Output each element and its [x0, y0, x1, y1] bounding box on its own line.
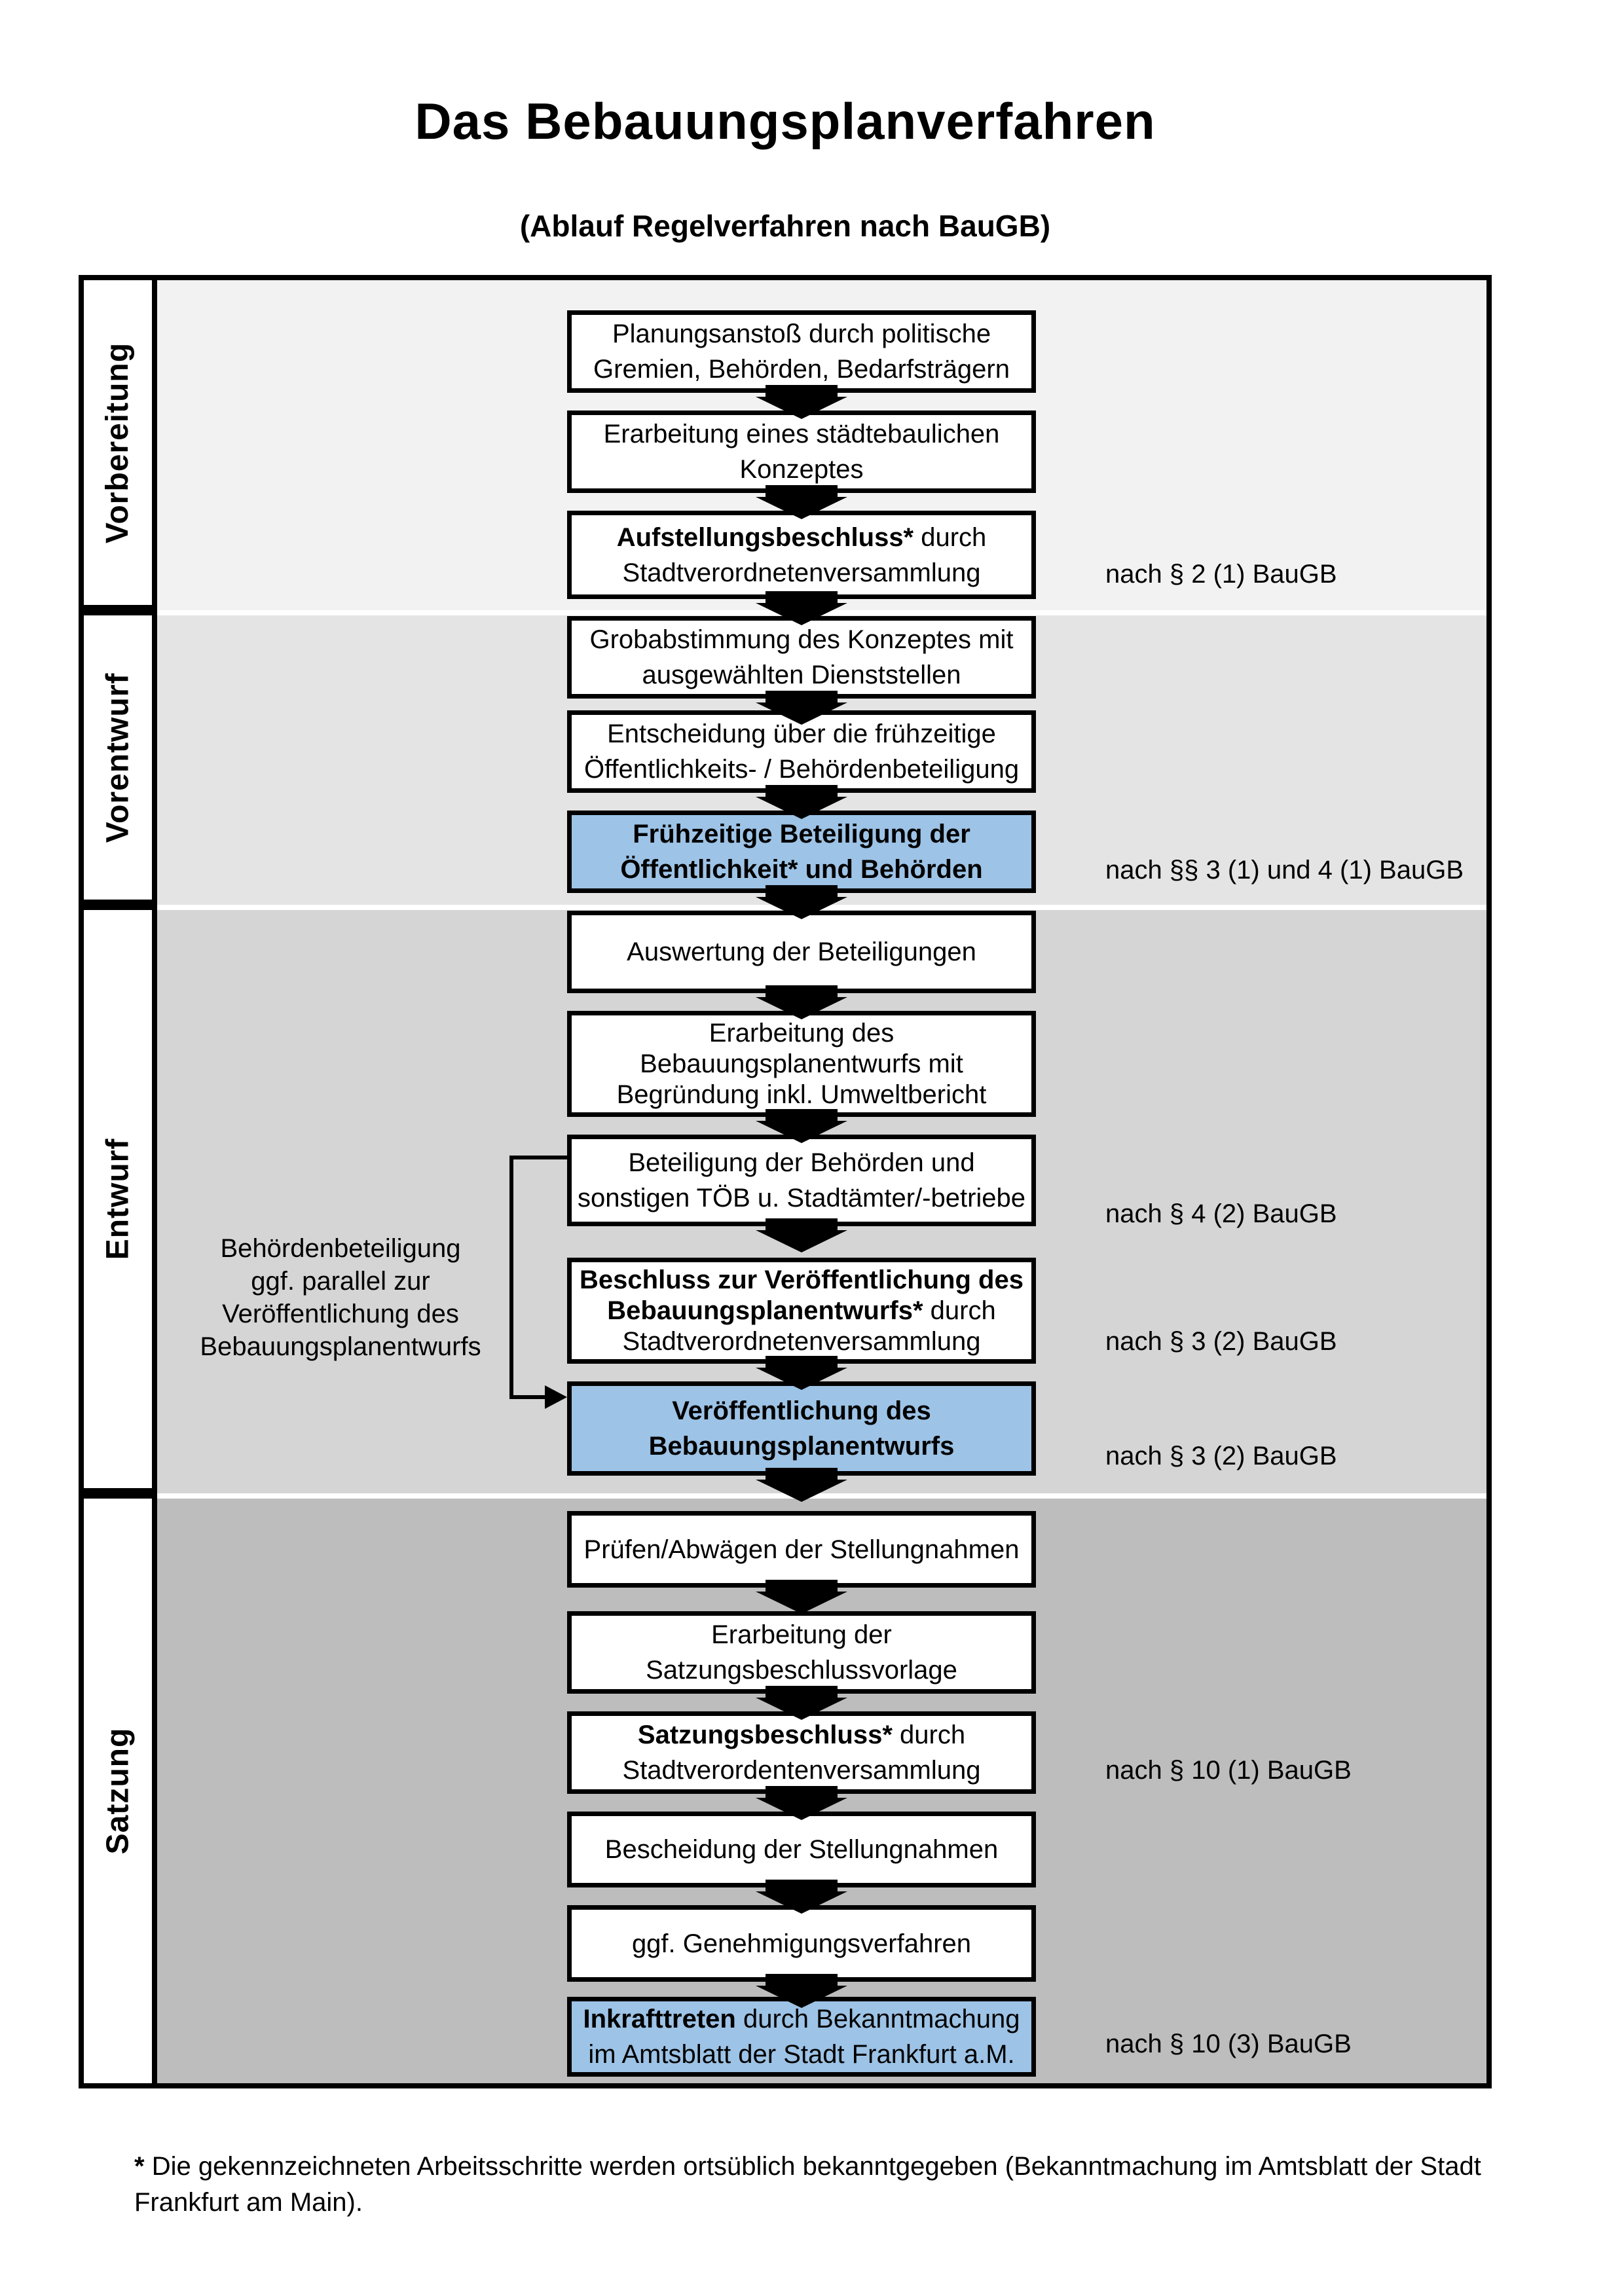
flow-step-line: ggf. Genehmigungsverfahren [631, 1929, 972, 1958]
baugb-reference-6: nach § 10 (1) BauGB [1105, 1756, 1352, 1785]
flow-step-line: sonstigen TÖB u. Stadtämter/-betriebe [577, 1184, 1026, 1212]
flow-step-line: Erarbeitung der [711, 1620, 892, 1649]
down-arrow-icon [756, 1468, 847, 1502]
flow-step-pruefen-abwaegen: Prüfen/Abwägen der Stellungnahmen [567, 1511, 1036, 1588]
flow-step-line: Stadtverordentenversammlung [622, 1756, 981, 1785]
down-arrow-icon [756, 385, 847, 419]
flow-step-line: Aufstellungsbeschluss* durch [616, 522, 987, 552]
flow-step-line: Beschluss zur Veröffentlichung des [580, 1265, 1024, 1294]
baugb-reference-7: nach § 10 (3) BauGB [1105, 2030, 1352, 2058]
flow-step-line: Satzungsbeschluss* durch [637, 1721, 966, 1749]
phase-label-vorentwurf: Vorentwurf [79, 610, 157, 905]
down-arrow-icon [756, 1580, 847, 1614]
bracket-line-vertical [509, 1156, 513, 1399]
baugb-reference-2: nach §§ 3 (1) und 4 (1) BauGB [1105, 856, 1464, 884]
flow-step-line: Stadtverordnetenversammlung [622, 558, 981, 587]
flow-step-line: Inkrafttreten durch Bekanntmachung [583, 2005, 1020, 2033]
flow-step-line: im Amtsblatt der Stadt Frankfurt a.M. [588, 2040, 1015, 2069]
phase-label-text: Satzung [100, 1727, 136, 1855]
flow-step-bescheidung: Bescheidung der Stellungnahmen [567, 1812, 1036, 1887]
flow-step-line: Bebauungsplanentwurfs mit [640, 1049, 963, 1078]
down-arrow-icon [756, 1786, 847, 1820]
flow-step-line: Öffentlichkeits- / Behördenbeteiligung [583, 755, 1020, 784]
side-note-line: Bebauungsplanentwurfs [200, 1332, 481, 1361]
down-arrow-icon [756, 1880, 847, 1914]
down-arrow-icon [756, 691, 847, 725]
flow-step-beteiligung-behoerden: Beteiligung der Behörden und sonstigen TÖ… [567, 1135, 1036, 1226]
down-arrow-icon [756, 1109, 847, 1143]
flow-step-line: Gremien, Behörden, Bedarfsträgern [593, 355, 1010, 384]
flow-step-line: Erarbeitung des [709, 1018, 895, 1048]
flow-step-line: Planungsanstoß durch politische [612, 319, 991, 348]
flow-step-line: Bebauungsplanentwurfs [648, 1432, 955, 1461]
flow-step-line: Bebauungsplanentwurfs* durch [607, 1296, 996, 1325]
bracket-line-top [509, 1156, 567, 1159]
flow-step-line: Konzeptes [739, 455, 864, 484]
flow-step-line: Auswertung der Beteiligungen [627, 938, 976, 966]
phase-label-satzung: Satzung [79, 1493, 157, 2088]
flow-step-grobabstimmung: Grobabstimmung des Konzeptes mit ausgewäh… [567, 616, 1036, 699]
phase-label-vorbereitung: Vorbereitung [79, 275, 157, 610]
bracket-line-bottom [509, 1395, 550, 1399]
down-arrow-icon [756, 591, 847, 625]
flow-step-inkrafttreten: Inkrafttreten durch Bekanntmachung im Amt… [567, 1997, 1036, 2077]
footnote-text: Die gekennzeichneten Arbeitsschritte wer… [134, 2152, 1481, 2217]
flow-step-line: Prüfen/Abwägen der Stellungnahmen [583, 1535, 1020, 1564]
flow-step-line: Erarbeitung eines städtebaulichen [603, 420, 1000, 448]
flow-step-line: Bescheidung der Stellungnahmen [604, 1835, 999, 1864]
flow-step-line: ausgewählten Dienststellen [642, 661, 961, 689]
down-arrow-icon [756, 985, 847, 1019]
down-arrow-icon [756, 1356, 847, 1390]
flow-step-line: Beteiligung der Behörden und [628, 1148, 975, 1177]
side-note-line: ggf. parallel zur [251, 1267, 430, 1296]
side-note-line: Behördenbeteiligung [220, 1234, 461, 1263]
down-arrow-icon [756, 1686, 847, 1720]
flow-step-line: Begründung inkl. Umweltbericht [616, 1080, 987, 1109]
baugb-reference-5: nach § 3 (2) BauGB [1105, 1442, 1337, 1470]
down-arrow-icon [756, 485, 847, 519]
down-arrow-icon [756, 1974, 847, 2008]
baugb-reference-3: nach § 4 (2) BauGB [1105, 1199, 1337, 1228]
flow-step-line: Frühzeitige Beteiligung der [633, 820, 970, 848]
baugb-reference-1: nach § 2 (1) BauGB [1105, 560, 1337, 589]
flow-step-line: Öffentlichkeit* und Behörden [620, 855, 983, 884]
flow-step-genehmigungsverfahren: ggf. Genehmigungsverfahren [567, 1905, 1036, 1982]
page-title: Das Bebauungsplanverfahren [415, 92, 1156, 150]
phase-label-text: Entwurf [100, 1138, 136, 1260]
side-note-line: Veröffentlichung des [222, 1300, 459, 1328]
footnote: * Die gekennzeichneten Arbeitsschritte w… [134, 2149, 1500, 2221]
phase-label-text: Vorbereitung [100, 342, 136, 543]
page-subtitle: (Ablauf Regelverfahren nach BauGB) [519, 209, 1051, 243]
down-arrow-icon [756, 1218, 847, 1252]
footnote-marker: * [134, 2152, 145, 2181]
down-arrow-icon [756, 885, 847, 919]
flow-step-auswertung: Auswertung der Beteiligungen [567, 911, 1036, 993]
flow-step-line: Satzungsbeschlussvorlage [646, 1656, 957, 1685]
phase-label-text: Vorentwurf [100, 672, 136, 843]
flow-step-line: Grobabstimmung des Konzeptes mit [589, 625, 1014, 654]
phase-label-entwurf: Entwurf [79, 905, 157, 1493]
flow-step-line: Veröffentlichung des [672, 1396, 931, 1425]
down-arrow-icon [756, 785, 847, 819]
flow-step-line: Stadtverordnetenversammlung [622, 1326, 981, 1356]
bracket-arrowhead-icon [545, 1385, 567, 1409]
baugb-reference-4: nach § 3 (2) BauGB [1105, 1327, 1337, 1356]
